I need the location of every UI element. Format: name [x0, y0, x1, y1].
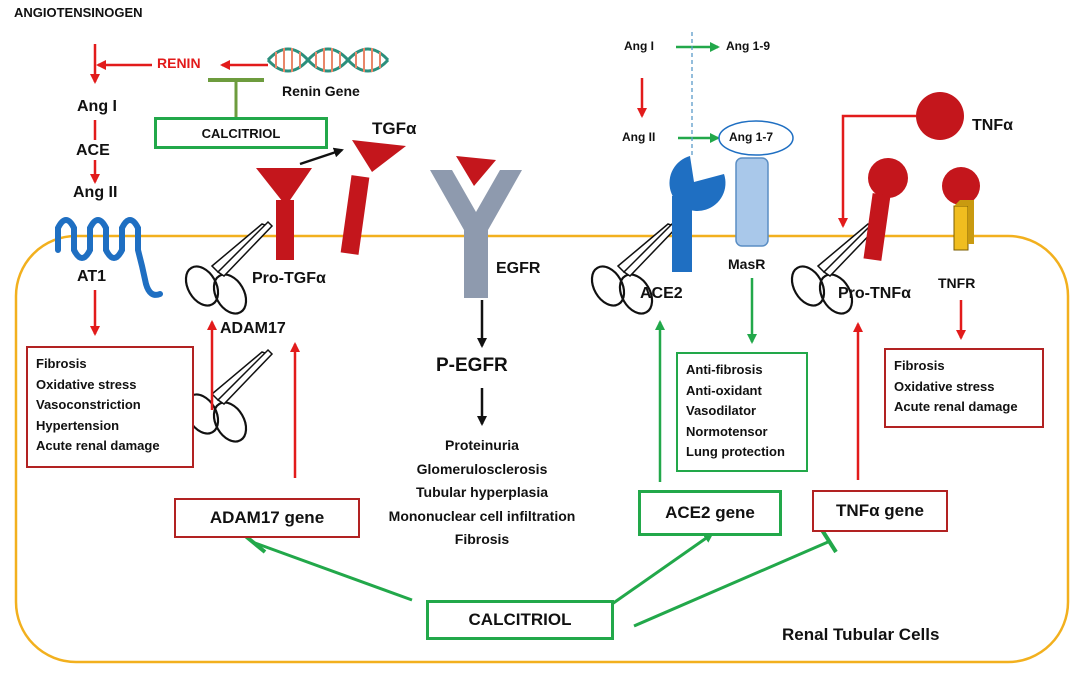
pro-tnf-alpha-icon [863, 158, 908, 261]
arrow-calcitriol-to-ace2-gene [611, 532, 714, 606]
at1-effect-item: Vasoconstriction [36, 397, 141, 412]
masr-effect-item: Vasodilator [686, 403, 757, 418]
label-angiotensinogen: ANGIOTENSINOGEN [14, 5, 143, 20]
inhibit-tnf-bar [820, 528, 838, 554]
ang-1-7-ellipse [718, 120, 794, 156]
ace2-gene-box: ACE2 gene [638, 490, 782, 536]
ace2-gene-label: ACE2 gene [665, 503, 755, 522]
at1-effect-item: Fibrosis [36, 356, 87, 371]
tnf-gene-box: TNFα gene [812, 490, 948, 532]
masr-effect-item: Normotensor [686, 423, 768, 439]
label-renin-gene: Renin Gene [282, 83, 360, 99]
at1-effects-box: Fibrosis Oxidative stress Vasoconstricti… [26, 346, 194, 468]
arrow-pro-tgf-to-tgf [299, 147, 344, 166]
egfr-effect-item: Tubular hyperplasia [416, 484, 548, 500]
pro-tgf-alpha-icon [256, 168, 312, 260]
adam17-gene-label: ADAM17 gene [209, 508, 325, 527]
ace2-receptor-icon [669, 156, 726, 272]
label-tgf-alpha: TGFα [372, 119, 417, 138]
at1-effect-item: Oxidative stress [36, 376, 137, 392]
tnfr-icon [942, 167, 980, 251]
tnfr-effect-item: Oxidative stress [894, 378, 995, 394]
label-renin: RENIN [157, 55, 201, 71]
masr-effect-item: Lung protection [686, 444, 785, 459]
label-pro-tgf-alpha: Pro-TGFα [252, 270, 326, 287]
label-tnf-alpha: TNFα [972, 117, 1013, 134]
at1-receptor-icon [55, 217, 163, 298]
label-pro-tnf-alpha: Pro-TNFα [838, 285, 911, 302]
inhibit-tnf-line [633, 540, 829, 628]
cell-membrane [14, 234, 1070, 664]
label-renal-tubular-cells: Renal Tubular Cells [782, 625, 940, 644]
calcitriol-bottom-box: CALCITRIOL [426, 600, 614, 640]
dna-icon [266, 47, 390, 73]
tnfr-effect-item: Fibrosis [894, 358, 945, 373]
at1-effect-item: Acute renal damage [36, 438, 160, 453]
label-ang-1-7: Ang 1-7 [729, 130, 774, 144]
egfr-effects-list: Proteinuria Glomerulosclerosis Tubular h… [362, 434, 602, 552]
tgf-alpha-icon [352, 140, 406, 172]
label-ace2: ACE2 [640, 285, 683, 302]
calcitriol-top-label: CALCITRIOL [201, 125, 281, 141]
egfr-effect-item: Fibrosis [454, 531, 510, 547]
calcitriol-top-box: CALCITRIOL [154, 117, 328, 149]
label-ang-i-right: Ang I [624, 39, 654, 53]
at1-effect-item: Hypertension [36, 417, 120, 433]
masr-effect-item: Anti-fibrosis [686, 362, 763, 377]
tnf-alpha-icon [916, 92, 964, 140]
calcitriol-bottom-label: CALCITRIOL [468, 610, 572, 629]
label-ang-i: Ang I [77, 98, 117, 115]
label-at1: AT1 [77, 268, 107, 285]
masr-receptor-icon [735, 157, 769, 247]
tnfr-effects-box: Fibrosis Oxidative stress Acute renal da… [884, 348, 1044, 428]
label-ace: ACE [76, 142, 110, 159]
adam17-gene-box: ADAM17 gene [174, 498, 360, 538]
tgf-alpha-stalk-icon [340, 175, 370, 255]
tnfr-effect-item: Acute renal damage [894, 399, 1018, 414]
masr-effects-box: Anti-fibrosis Anti-oxidant Vasodilator N… [676, 352, 808, 472]
egfr-icon [430, 156, 522, 298]
masr-effect-item: Anti-oxidant [686, 382, 762, 398]
label-egfr: EGFR [496, 260, 541, 277]
inhibit-adam17-line [254, 541, 413, 602]
label-adam17: ADAM17 [220, 320, 286, 337]
label-ang-ii-right: Ang II [622, 130, 656, 144]
label-tnfr: TNFR [938, 275, 976, 291]
label-ang-1-9: Ang 1-9 [726, 39, 771, 53]
label-ang-ii: Ang II [73, 184, 118, 201]
label-p-egfr: P-EGFR [436, 355, 508, 376]
arrow-tnf-to-pro-tnf [838, 114, 916, 228]
tnf-gene-label: TNFα gene [836, 501, 924, 520]
egfr-effect-item: Proteinuria [445, 437, 519, 453]
label-masr: MasR [728, 256, 766, 272]
egfr-effect-item: Glomerulosclerosis [416, 460, 548, 477]
egfr-effect-item: Mononuclear cell infiltration [388, 507, 576, 524]
